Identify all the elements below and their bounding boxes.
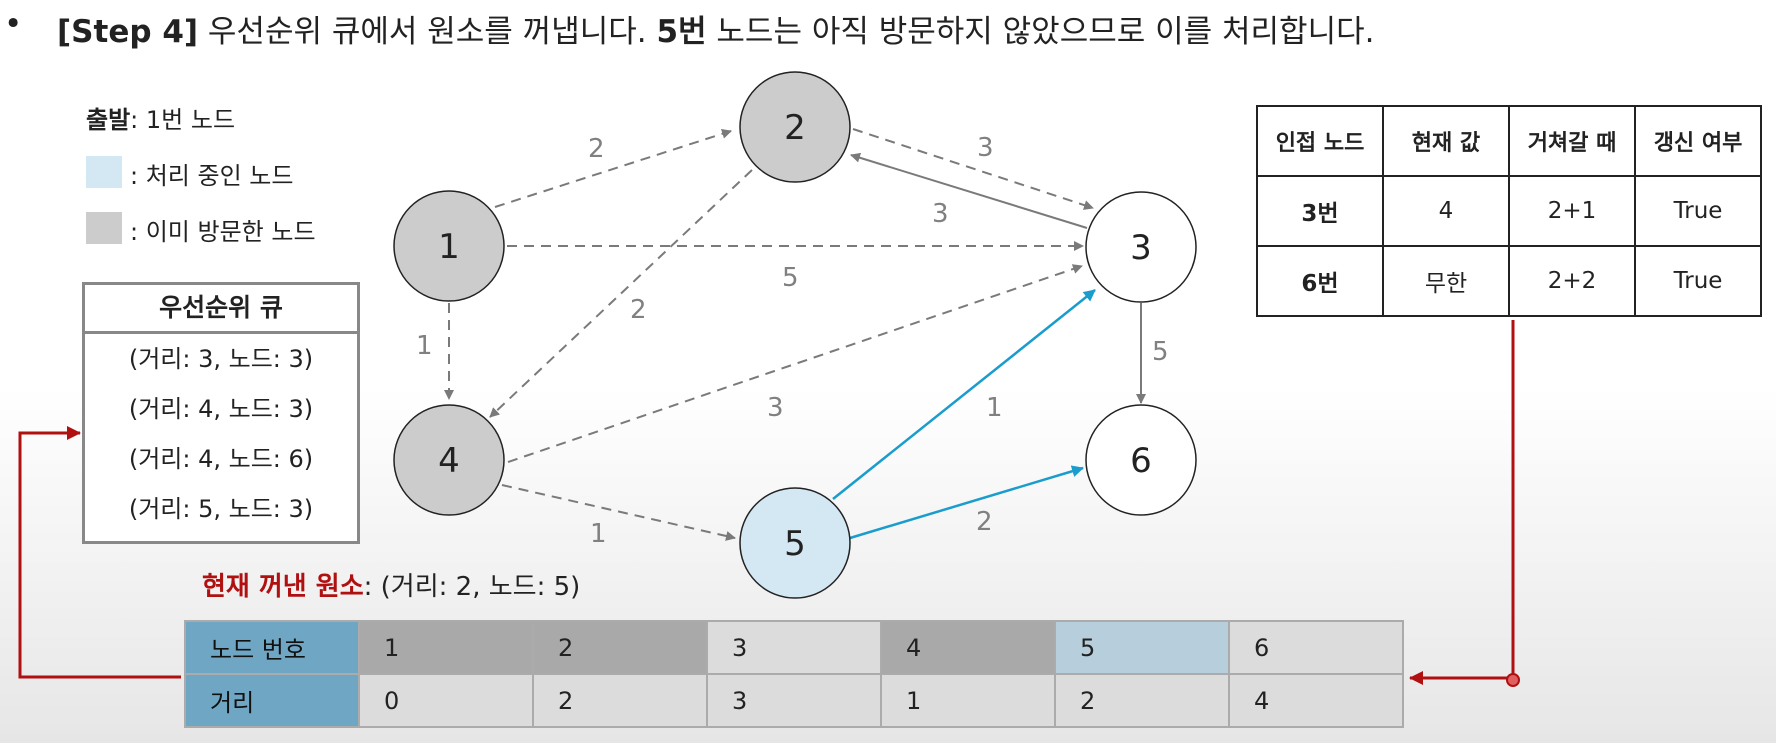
weight-1-3: 5	[782, 263, 799, 293]
current-value: : (거리: 2, 노드: 5)	[363, 572, 581, 602]
adj-header: 현재 값	[1382, 105, 1510, 177]
adj-cell: 무한	[1382, 245, 1510, 317]
edge-2-4	[489, 169, 753, 418]
current-element: 현재 꺼낸 원소: (거리: 2, 노드: 5)	[202, 566, 580, 603]
table-row: 3번 4 2+1 True	[1256, 175, 1762, 247]
queue-item: (거리: 3, 노드: 3)	[128, 345, 314, 373]
adj-cell: 6번	[1256, 245, 1384, 317]
node-5	[739, 487, 851, 599]
edge-5-6	[849, 465, 1084, 540]
adj-cell: 2+1	[1508, 175, 1636, 247]
node-number-cell: 1	[358, 620, 534, 675]
queue-title: 우선순위 큐	[85, 285, 357, 334]
queue-item: (거리: 4, 노드: 6)	[128, 445, 314, 473]
processing-swatch	[86, 156, 122, 188]
distance-cell: 2	[532, 673, 708, 728]
adj-cell: 2+2	[1508, 245, 1636, 317]
title-bold-node: 5번	[656, 14, 707, 50]
table-row: 6번 무한 2+2 True	[1256, 245, 1762, 317]
node-label-1: 1	[438, 227, 460, 267]
legend-start: 출발: 1번 노드	[86, 100, 235, 135]
node-number-cell: 5	[1054, 620, 1230, 675]
node-4	[393, 404, 505, 516]
adj-header: 인접 노드	[1256, 105, 1384, 177]
distance-cell: 0	[358, 673, 534, 728]
bullet: •	[4, 6, 23, 42]
weight-4-3: 3	[767, 393, 784, 423]
edge-2-3	[852, 128, 1094, 210]
node-label-6: 6	[1130, 441, 1152, 481]
legend-processing: : 처리 중인 노드	[130, 162, 294, 190]
update-arrow-right	[1409, 320, 1515, 685]
node-number-cell: 2	[532, 620, 708, 675]
node-3	[1085, 191, 1197, 303]
node-2	[739, 71, 851, 183]
visited-swatch	[86, 212, 122, 244]
node-number-row: 노드 번호 1 2 3 4 5 6	[184, 620, 1404, 675]
legend-start-value: : 1번 노드	[130, 106, 236, 134]
title-part1: 우선순위 큐에서 원소를 꺼냅니다.	[198, 14, 657, 50]
node-label-4: 4	[438, 441, 460, 481]
distance-cell: 2	[1054, 673, 1230, 728]
edge-4-5	[501, 484, 736, 541]
weight-2-3: 3	[977, 133, 994, 163]
legend-start-label: 출발	[86, 106, 131, 134]
row-label-distance: 거리	[184, 673, 360, 728]
distance-row: 거리 0 2 3 1 2 4	[184, 673, 1404, 728]
node-number-cell: 4	[880, 620, 1056, 675]
node-label-3: 3	[1130, 228, 1152, 268]
distance-cell: 1	[880, 673, 1056, 728]
weight-5-3: 1	[986, 393, 1003, 423]
node-1	[393, 190, 505, 302]
edge-5-3	[832, 289, 1096, 500]
weight-1-4: 1	[416, 331, 433, 361]
adj-cell: True	[1634, 245, 1762, 317]
edge-3-2	[850, 152, 1088, 229]
node-number-cell: 6	[1228, 620, 1404, 675]
edge-4-3	[507, 264, 1083, 463]
distance-cell: 3	[706, 673, 882, 728]
distance-table: 노드 번호 1 2 3 4 5 6 거리 0 2 3 1 2 4	[184, 620, 1404, 728]
adj-cell: 3번	[1256, 175, 1384, 247]
distance-cell: 4	[1228, 673, 1404, 728]
node-label-2: 2	[784, 108, 806, 148]
node-number-cell: 3	[706, 620, 882, 675]
queue-item: (거리: 4, 노드: 3)	[128, 395, 314, 423]
step-label: [Step 4]	[57, 14, 199, 50]
weight-3-2: 3	[932, 199, 949, 229]
feedback-arrow-left	[18, 426, 181, 679]
weight-5-6: 2	[976, 507, 993, 537]
edge-1-2	[494, 128, 732, 208]
adj-header: 갱신 여부	[1634, 105, 1762, 177]
legend-visited: : 이미 방문한 노드	[130, 218, 316, 246]
row-label-node: 노드 번호	[184, 620, 360, 675]
title-text: [Step 4] 우선순위 큐에서 원소를 꺼냅니다. 5번 노드는 아직 방문…	[57, 6, 1374, 51]
adj-header: 거쳐갈 때	[1508, 105, 1636, 177]
weight-4-5: 1	[590, 519, 607, 549]
node-6	[1085, 404, 1197, 516]
node-label-5: 5	[784, 524, 806, 564]
adjacency-table: 인접 노드 현재 값 거쳐갈 때 갱신 여부 3번 4 2+1 True 6번 …	[1256, 105, 1762, 317]
priority-queue: 우선순위 큐 (거리: 3, 노드: 3) (거리: 4, 노드: 3) (거리…	[82, 282, 360, 544]
adj-cell: True	[1634, 175, 1762, 247]
title-part2: 노드는 아직 방문하지 않았으므로 이를 처리합니다.	[706, 14, 1375, 50]
adjacency-header-row: 인접 노드 현재 값 거쳐갈 때 갱신 여부	[1256, 105, 1762, 177]
connector-dot	[1506, 673, 1520, 687]
adj-cell: 4	[1382, 175, 1510, 247]
weight-3-6: 5	[1152, 337, 1169, 367]
weight-2-4: 2	[630, 295, 647, 325]
current-label: 현재 꺼낸 원소	[202, 572, 364, 602]
weight-1-2: 2	[588, 134, 605, 164]
queue-item: (거리: 5, 노드: 3)	[128, 495, 314, 523]
